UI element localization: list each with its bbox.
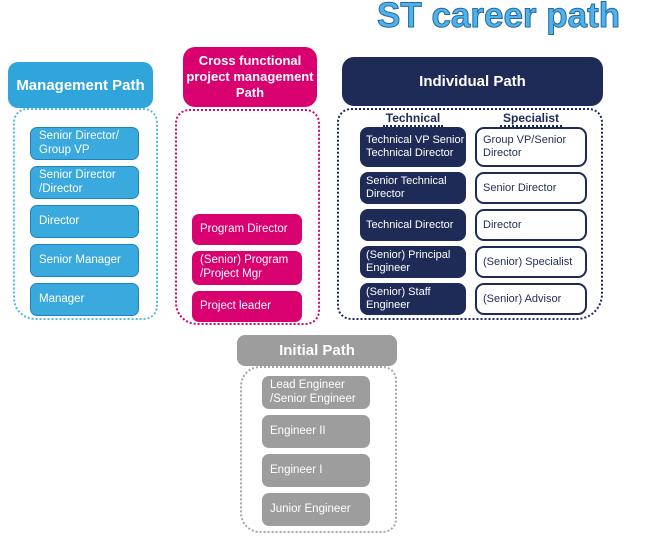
specialist-level-box: Senior Director bbox=[475, 172, 587, 204]
cross-functional-level-box: (Senior) Program /Project Mgr bbox=[192, 251, 302, 285]
technical-level-box: Senior Technical Director bbox=[360, 172, 466, 204]
technical-level-box: Technical VP Senior Technical Director bbox=[360, 127, 466, 167]
specialist-column-items: Group VP/Senior Director Senior Director… bbox=[475, 127, 587, 315]
management-path-body: Senior Director/ Group VP Senior Directo… bbox=[13, 108, 158, 320]
technical-column: Technical Technical VP Senior Technical … bbox=[360, 112, 466, 318]
initial-level-box: Junior Engineer bbox=[262, 493, 370, 526]
specialist-level-box: Group VP/Senior Director bbox=[475, 127, 587, 167]
management-level-box: Senior Director/ Group VP bbox=[30, 127, 139, 160]
page-title: ST career path bbox=[376, 0, 621, 36]
specialist-level-box: (Senior) Advisor bbox=[475, 283, 587, 315]
cross-functional-path-body: Program Director (Senior) Program /Proje… bbox=[175, 109, 320, 325]
specialist-level-box: Director bbox=[475, 209, 587, 241]
specialist-column-label: Specialist bbox=[499, 112, 563, 127]
cross-functional-path-header: Cross functional project management Path bbox=[183, 47, 317, 107]
management-level-box: Manager bbox=[30, 283, 139, 316]
initial-level-box: Lead Engineer /Senior Engineer bbox=[262, 376, 370, 409]
management-level-box: Senior Manager bbox=[30, 244, 139, 277]
specialist-level-box: (Senior) Specialist bbox=[475, 246, 587, 278]
initial-path-header: Initial Path bbox=[237, 335, 397, 366]
management-level-box: Director bbox=[30, 205, 139, 238]
individual-path-body: Technical Technical VP Senior Technical … bbox=[337, 108, 603, 320]
management-level-box: Senior Director /Director bbox=[30, 166, 139, 199]
technical-level-box: (Senior) Principal Engineer bbox=[360, 246, 466, 278]
specialist-column: Specialist Group VP/Senior Director Seni… bbox=[475, 112, 587, 318]
initial-level-box: Engineer I bbox=[262, 454, 370, 487]
technical-column-items: Technical VP Senior Technical Director S… bbox=[360, 127, 466, 315]
cross-functional-level-box: Program Director bbox=[192, 214, 302, 245]
individual-path-header: Individual Path bbox=[342, 57, 603, 106]
technical-level-box: Technical Director bbox=[360, 209, 466, 241]
cross-functional-level-box: Project leader bbox=[192, 291, 302, 322]
initial-path-body: Lead Engineer /Senior Engineer Engineer … bbox=[240, 366, 397, 533]
technical-level-box: (Senior) Staff Engineer bbox=[360, 283, 466, 315]
initial-level-box: Engineer II bbox=[262, 415, 370, 448]
technical-column-label: Technical bbox=[382, 112, 444, 127]
management-path-header: Management Path bbox=[8, 62, 153, 108]
